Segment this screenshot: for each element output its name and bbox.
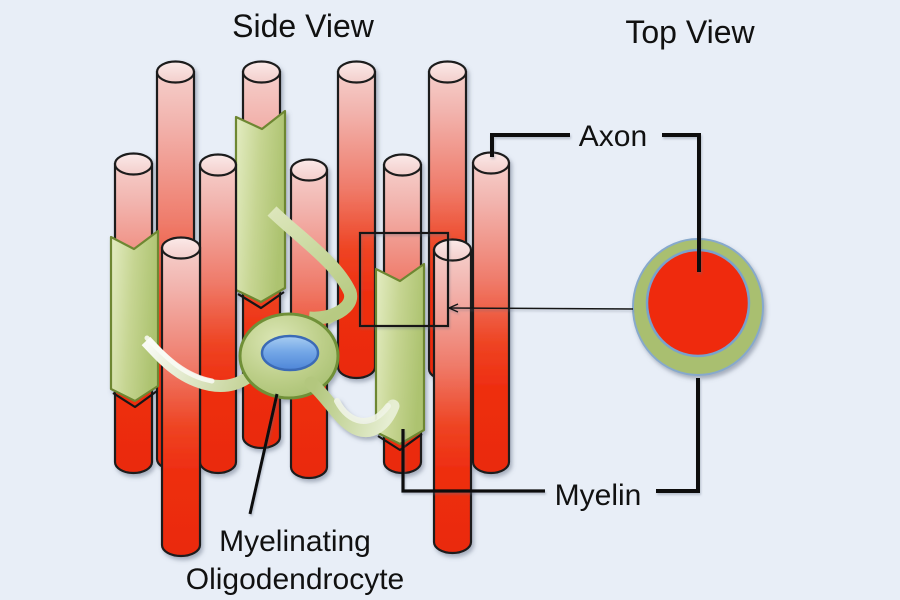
annotations-group — [248, 133, 701, 515]
myelin-label-connector-left — [401, 429, 545, 493]
oligodendrocyte-label-pointer — [248, 393, 279, 515]
text-layer: Side View Top View Axon Myelin Myelinati… — [186, 8, 756, 596]
cell-nucleus — [260, 334, 320, 372]
axon-cylinder — [198, 153, 238, 475]
axon-chevron-edge — [237, 291, 285, 310]
myelin-sheath — [109, 229, 160, 403]
axon-cylinder — [471, 151, 511, 475]
axon-label: Axon — [579, 120, 647, 153]
process-highlight — [334, 398, 391, 424]
inset-highlight-box — [358, 231, 450, 328]
myelin-label-connector-right — [656, 378, 700, 493]
oligodendrocyte-process-upper — [267, 206, 358, 325]
top-view-group — [632, 238, 764, 376]
myelin-label: Myelin — [555, 479, 642, 512]
axon-chevron-edge — [112, 390, 158, 409]
oligodendrocyte-process-left — [141, 336, 251, 393]
axon-chevron-edge — [377, 433, 423, 452]
oligodendrocyte-label-line2: Oligodendrocyte — [186, 563, 404, 596]
oligodendrocyte-process-lower — [304, 376, 400, 437]
myelin-sheath — [234, 109, 287, 304]
top-view-title: Top View — [625, 14, 755, 50]
process-highlight — [144, 335, 215, 384]
side-view-title: Side View — [232, 8, 375, 44]
axon-label-connector-right — [662, 133, 701, 272]
axon-label-connector-left — [490, 133, 570, 157]
oligodendrocyte-label-line1: Myelinating — [219, 525, 371, 558]
axon-cylinder — [336, 60, 377, 380]
inset-reference-line — [448, 307, 634, 310]
axon-cylinder — [432, 238, 473, 555]
axon-cylinder — [160, 236, 202, 558]
reference-arrowhead-icon — [448, 303, 459, 313]
side-view-group — [109, 60, 511, 558]
